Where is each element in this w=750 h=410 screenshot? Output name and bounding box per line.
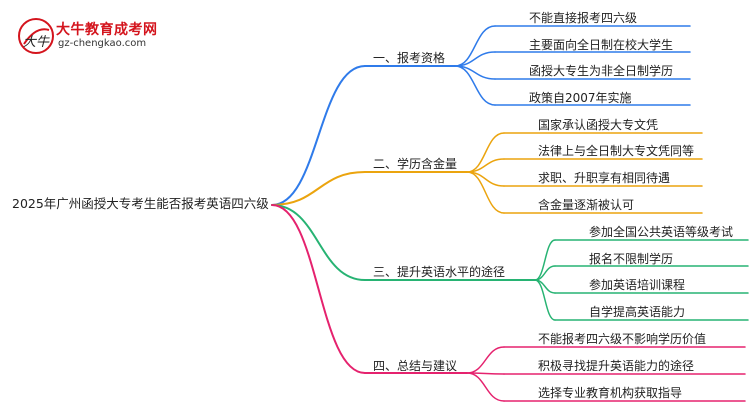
branch-4-label: 四、总结与建议 xyxy=(373,359,458,373)
brand-name: 大牛教育成考网 xyxy=(56,22,158,38)
branch-2-child-1-connector xyxy=(466,132,505,173)
branch-2-child-4-connector xyxy=(466,171,505,214)
branch-3-item-3: 参加英语培训课程 xyxy=(589,278,686,292)
brand-logo: 大牛 xyxy=(18,18,54,54)
branch-1-child-4-connector xyxy=(454,65,496,106)
branch-2-label: 二、学历含金量 xyxy=(373,157,458,171)
branch-3-item-4: 自学提高英语能力 xyxy=(589,305,686,319)
branch-3-label: 三、提升英语水平的途径 xyxy=(373,265,506,279)
branch-1-label: 一、报考资格 xyxy=(373,51,446,65)
branch-1-item-3: 函授大专生为非全日制学历 xyxy=(529,64,674,78)
root-to-branch-3-connector xyxy=(271,204,366,281)
branch-1-child-1-connector xyxy=(454,25,496,67)
branch-2-item-2: 法律上与全日制大专文凭同等 xyxy=(538,144,695,158)
branch-2-item-1: 国家承认函授大专文凭 xyxy=(538,118,659,132)
branch-4-item-2: 积极寻找提升英语能力的途径 xyxy=(538,359,695,373)
mindmap-root: 2025年广州函授大专考生能否报考英语四六级 xyxy=(12,196,269,211)
root-to-branch-2-connector xyxy=(271,171,366,206)
branch-3-item-2: 报名不限制学历 xyxy=(589,252,674,266)
branch-2-item-4: 含金量逐渐被认可 xyxy=(538,198,635,212)
logo-text: 大牛 xyxy=(23,35,50,50)
root-to-branch-4-connector xyxy=(271,204,366,374)
branch-1-item-4: 政策自2007年实施 xyxy=(529,91,632,105)
branch-1-item-2: 主要面向全日制在校大学生 xyxy=(529,38,674,52)
branch-1-item-1: 不能直接报考四六级 xyxy=(529,11,638,25)
branch-4-item-3: 选择专业教育机构获取指导 xyxy=(538,386,683,400)
branch-3-child-1-connector xyxy=(534,239,556,281)
root-to-branch-1-connector xyxy=(271,65,366,206)
brand-url: gz-chengkao.com xyxy=(58,38,147,49)
branch-3-child-4-connector xyxy=(534,279,556,321)
branch-4-item-1: 不能报考四六级不影响学历价值 xyxy=(538,332,707,346)
branch-4-child-1-connector xyxy=(466,346,505,374)
branch-3-item-1: 参加全国公共英语等级考试 xyxy=(589,225,734,239)
branch-2-item-3: 求职、升职享有相同待遇 xyxy=(538,171,671,185)
branch-4-child-3-connector xyxy=(466,372,505,402)
